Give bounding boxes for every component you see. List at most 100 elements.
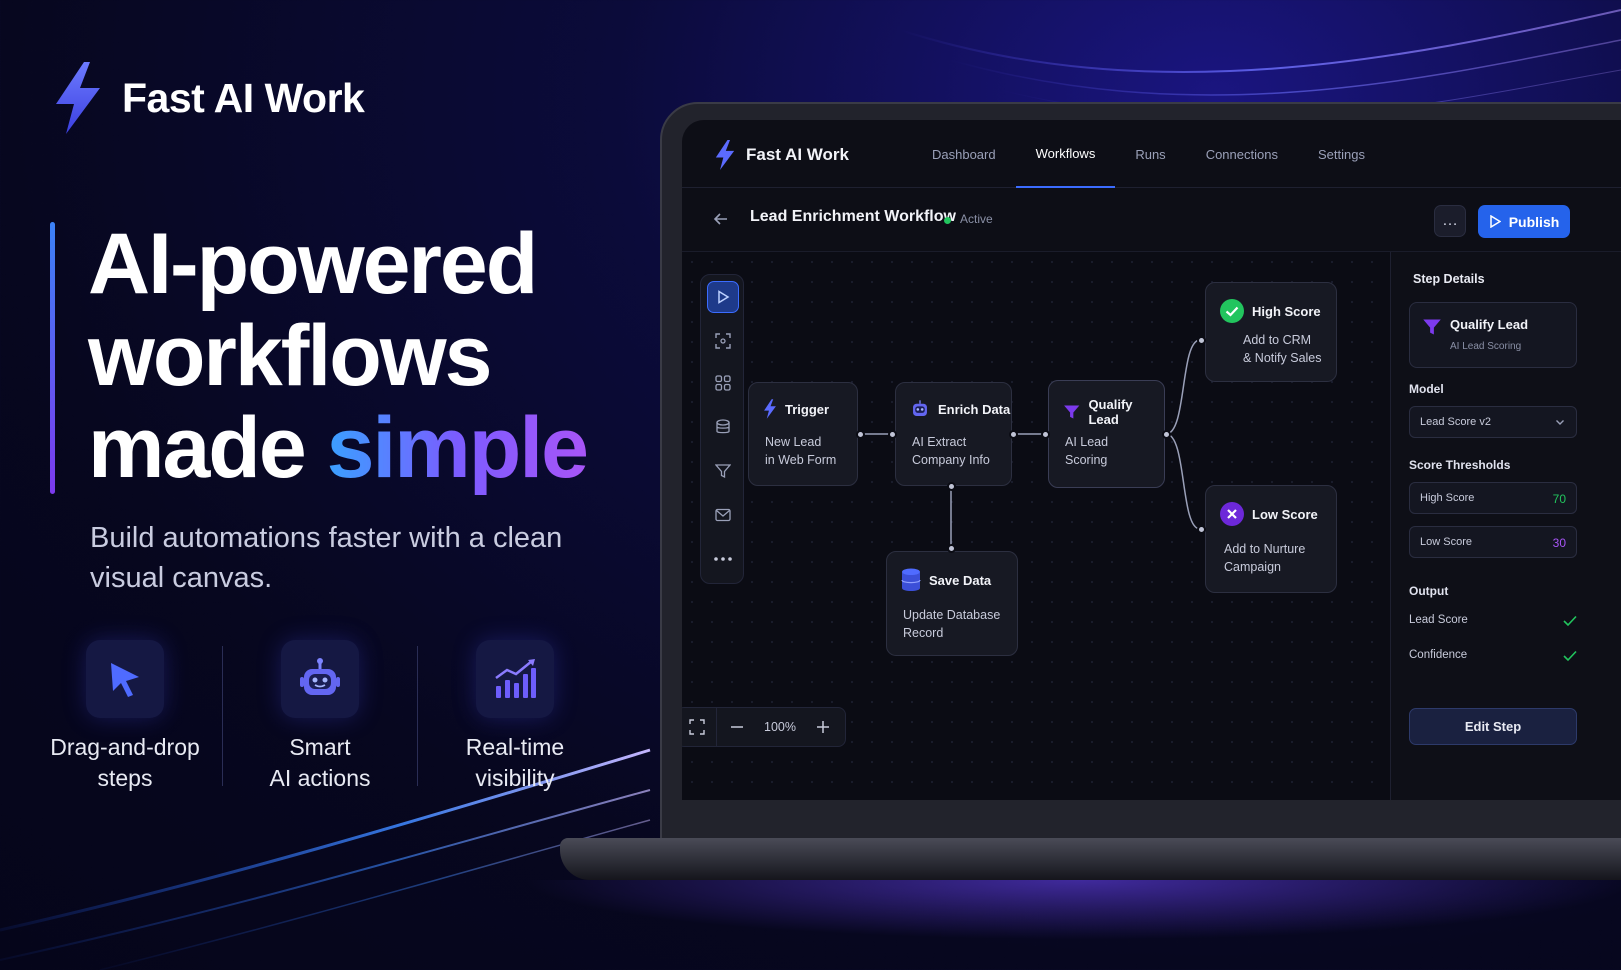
tool-database[interactable]: [707, 411, 739, 443]
headline-highlight: simple: [326, 400, 589, 496]
node-save-data[interactable]: Save Data Update Database Record: [886, 551, 1018, 656]
database-icon: [716, 419, 730, 434]
tab-dashboard[interactable]: Dashboard: [932, 146, 996, 162]
plus-icon: [817, 721, 829, 733]
connector-port[interactable]: [1009, 430, 1018, 439]
tab-connections[interactable]: Connections: [1205, 146, 1278, 162]
connector-port[interactable]: [1162, 430, 1171, 439]
high-score-value: 70: [1552, 492, 1566, 506]
tool-components[interactable]: [707, 367, 739, 399]
back-arrow-icon[interactable]: [712, 210, 730, 228]
database-icon: [901, 568, 921, 591]
node-qualify-lead[interactable]: Qualify Lead AI Lead Scoring: [1048, 380, 1165, 488]
tool-more[interactable]: [707, 543, 739, 575]
robot-icon: [913, 400, 927, 416]
feature-list: Drag-and-drop steps Smart AI actions: [40, 640, 600, 794]
feature-ai-actions: Smart AI actions: [235, 640, 405, 794]
node-header: High Score: [1220, 299, 1321, 323]
tool-filter[interactable]: [707, 455, 739, 487]
node-connectors: [860, 339, 1201, 548]
connector-port[interactable]: [1041, 430, 1050, 439]
feature-drag-drop: Drag-and-drop steps: [40, 640, 210, 794]
check-icon: [1563, 615, 1577, 627]
connector-port[interactable]: [856, 430, 865, 439]
headline-line-1: AI-powered: [88, 216, 538, 312]
lightning-bolt-icon: [764, 399, 776, 419]
edit-step-button[interactable]: Edit Step: [1409, 708, 1577, 745]
hero-headline: AI-powered workflows made simple: [88, 216, 589, 496]
high-score-threshold-input[interactable]: High Score 70: [1409, 482, 1577, 514]
feature-icon-tile: [476, 640, 554, 718]
feature-label: Smart AI actions: [269, 734, 371, 791]
node-description: New Lead in Web Form: [765, 435, 837, 467]
node-low-score[interactable]: Low Score Add to Nurture Campaign: [1205, 485, 1337, 593]
node-header: Save Data: [901, 568, 991, 592]
connector-port[interactable]: [947, 544, 956, 553]
node-title: Qualify Lead: [1088, 397, 1133, 427]
grid-icon: [715, 375, 731, 391]
app-screen: Fast AI Work Dashboard Workflows Runs Co…: [682, 120, 1621, 800]
tool-run[interactable]: [707, 281, 739, 313]
publish-button[interactable]: Publish: [1478, 205, 1570, 238]
hero-subline: Build automations faster with a clean vi…: [90, 522, 563, 594]
more-dots-icon: [714, 557, 732, 561]
node-enrich-data[interactable]: Enrich Data AI Extract Company Info: [895, 382, 1012, 486]
low-score-threshold-input[interactable]: Low Score 30: [1409, 526, 1577, 558]
feature-icon-tile: [86, 640, 164, 718]
node-trigger[interactable]: Trigger New Lead in Web Form: [748, 382, 858, 486]
tool-email[interactable]: [707, 499, 739, 531]
filter-icon: [715, 464, 731, 479]
tab-runs[interactable]: Runs: [1135, 146, 1166, 162]
selected-step-card[interactable]: Qualify Lead AI Lead Scoring: [1409, 302, 1577, 368]
fit-view-button[interactable]: [682, 707, 717, 747]
node-high-score[interactable]: High Score Add to CRM & Notify Sales: [1205, 282, 1337, 382]
node-description: Update Database Record: [903, 608, 1001, 640]
check-circle-icon: [1220, 299, 1244, 323]
zoom-in-button[interactable]: [803, 707, 843, 747]
tool-select[interactable]: [707, 325, 739, 357]
canvas-toolbar: [700, 274, 744, 584]
robot-icon: [300, 658, 340, 695]
app-brand[interactable]: Fast AI Work: [714, 140, 849, 170]
headline-line-3: made simple: [88, 400, 589, 496]
node-title: Low Score: [1252, 506, 1318, 522]
zoom-level: 100%: [764, 720, 796, 734]
funnel-icon: [1064, 405, 1080, 419]
connector-port[interactable]: [1197, 336, 1206, 345]
output-name: Confidence: [1409, 649, 1468, 661]
workflow-status: Active: [960, 212, 993, 226]
feature-divider: [222, 646, 223, 786]
node-header: Qualify Lead: [1063, 397, 1164, 427]
workflow-canvas[interactable]: Trigger New Lead in Web Form Enrich Data…: [682, 252, 1390, 800]
model-select[interactable]: Lead Score v2: [1409, 406, 1577, 438]
node-description: Add to CRM & Notify Sales: [1243, 333, 1322, 365]
minus-icon: [731, 726, 743, 728]
thresholds-label: Score Thresholds: [1409, 458, 1511, 472]
tab-workflows[interactable]: Workflows: [1015, 120, 1116, 188]
panel-title: Step Details: [1413, 272, 1485, 286]
output-row: Confidence: [1409, 649, 1577, 669]
x-circle-icon: [1220, 502, 1244, 526]
connector-port[interactable]: [888, 430, 897, 439]
feature-label: Drag-and-drop steps: [50, 734, 200, 791]
step-name: Qualify Lead: [1450, 317, 1529, 332]
funnel-icon: [1423, 319, 1441, 335]
node-header: Low Score: [1220, 502, 1318, 526]
tab-settings[interactable]: Settings: [1317, 146, 1365, 162]
node-title: Trigger: [785, 401, 830, 417]
model-label: Model: [1409, 382, 1444, 396]
connector-port[interactable]: [947, 482, 956, 491]
low-score-label: Low Score: [1420, 536, 1472, 548]
zoom-out-button[interactable]: [717, 707, 757, 747]
output-label: Output: [1409, 584, 1449, 598]
chevron-down-icon: [1556, 420, 1564, 425]
feature-visibility: Real-time visibility: [430, 640, 600, 794]
play-icon: [1489, 215, 1501, 228]
connector-port[interactable]: [1197, 525, 1206, 534]
more-options-button[interactable]: …: [1434, 205, 1466, 237]
top-navigation: Fast AI Work Dashboard Workflows Runs Co…: [682, 120, 1621, 188]
node-description: Add to Nurture Campaign: [1224, 542, 1306, 574]
step-details-panel: Step Details Qualify Lead AI Lead Scorin…: [1390, 252, 1621, 800]
feature-icon-tile: [281, 640, 359, 718]
node-description: AI Lead Scoring: [1065, 435, 1109, 467]
